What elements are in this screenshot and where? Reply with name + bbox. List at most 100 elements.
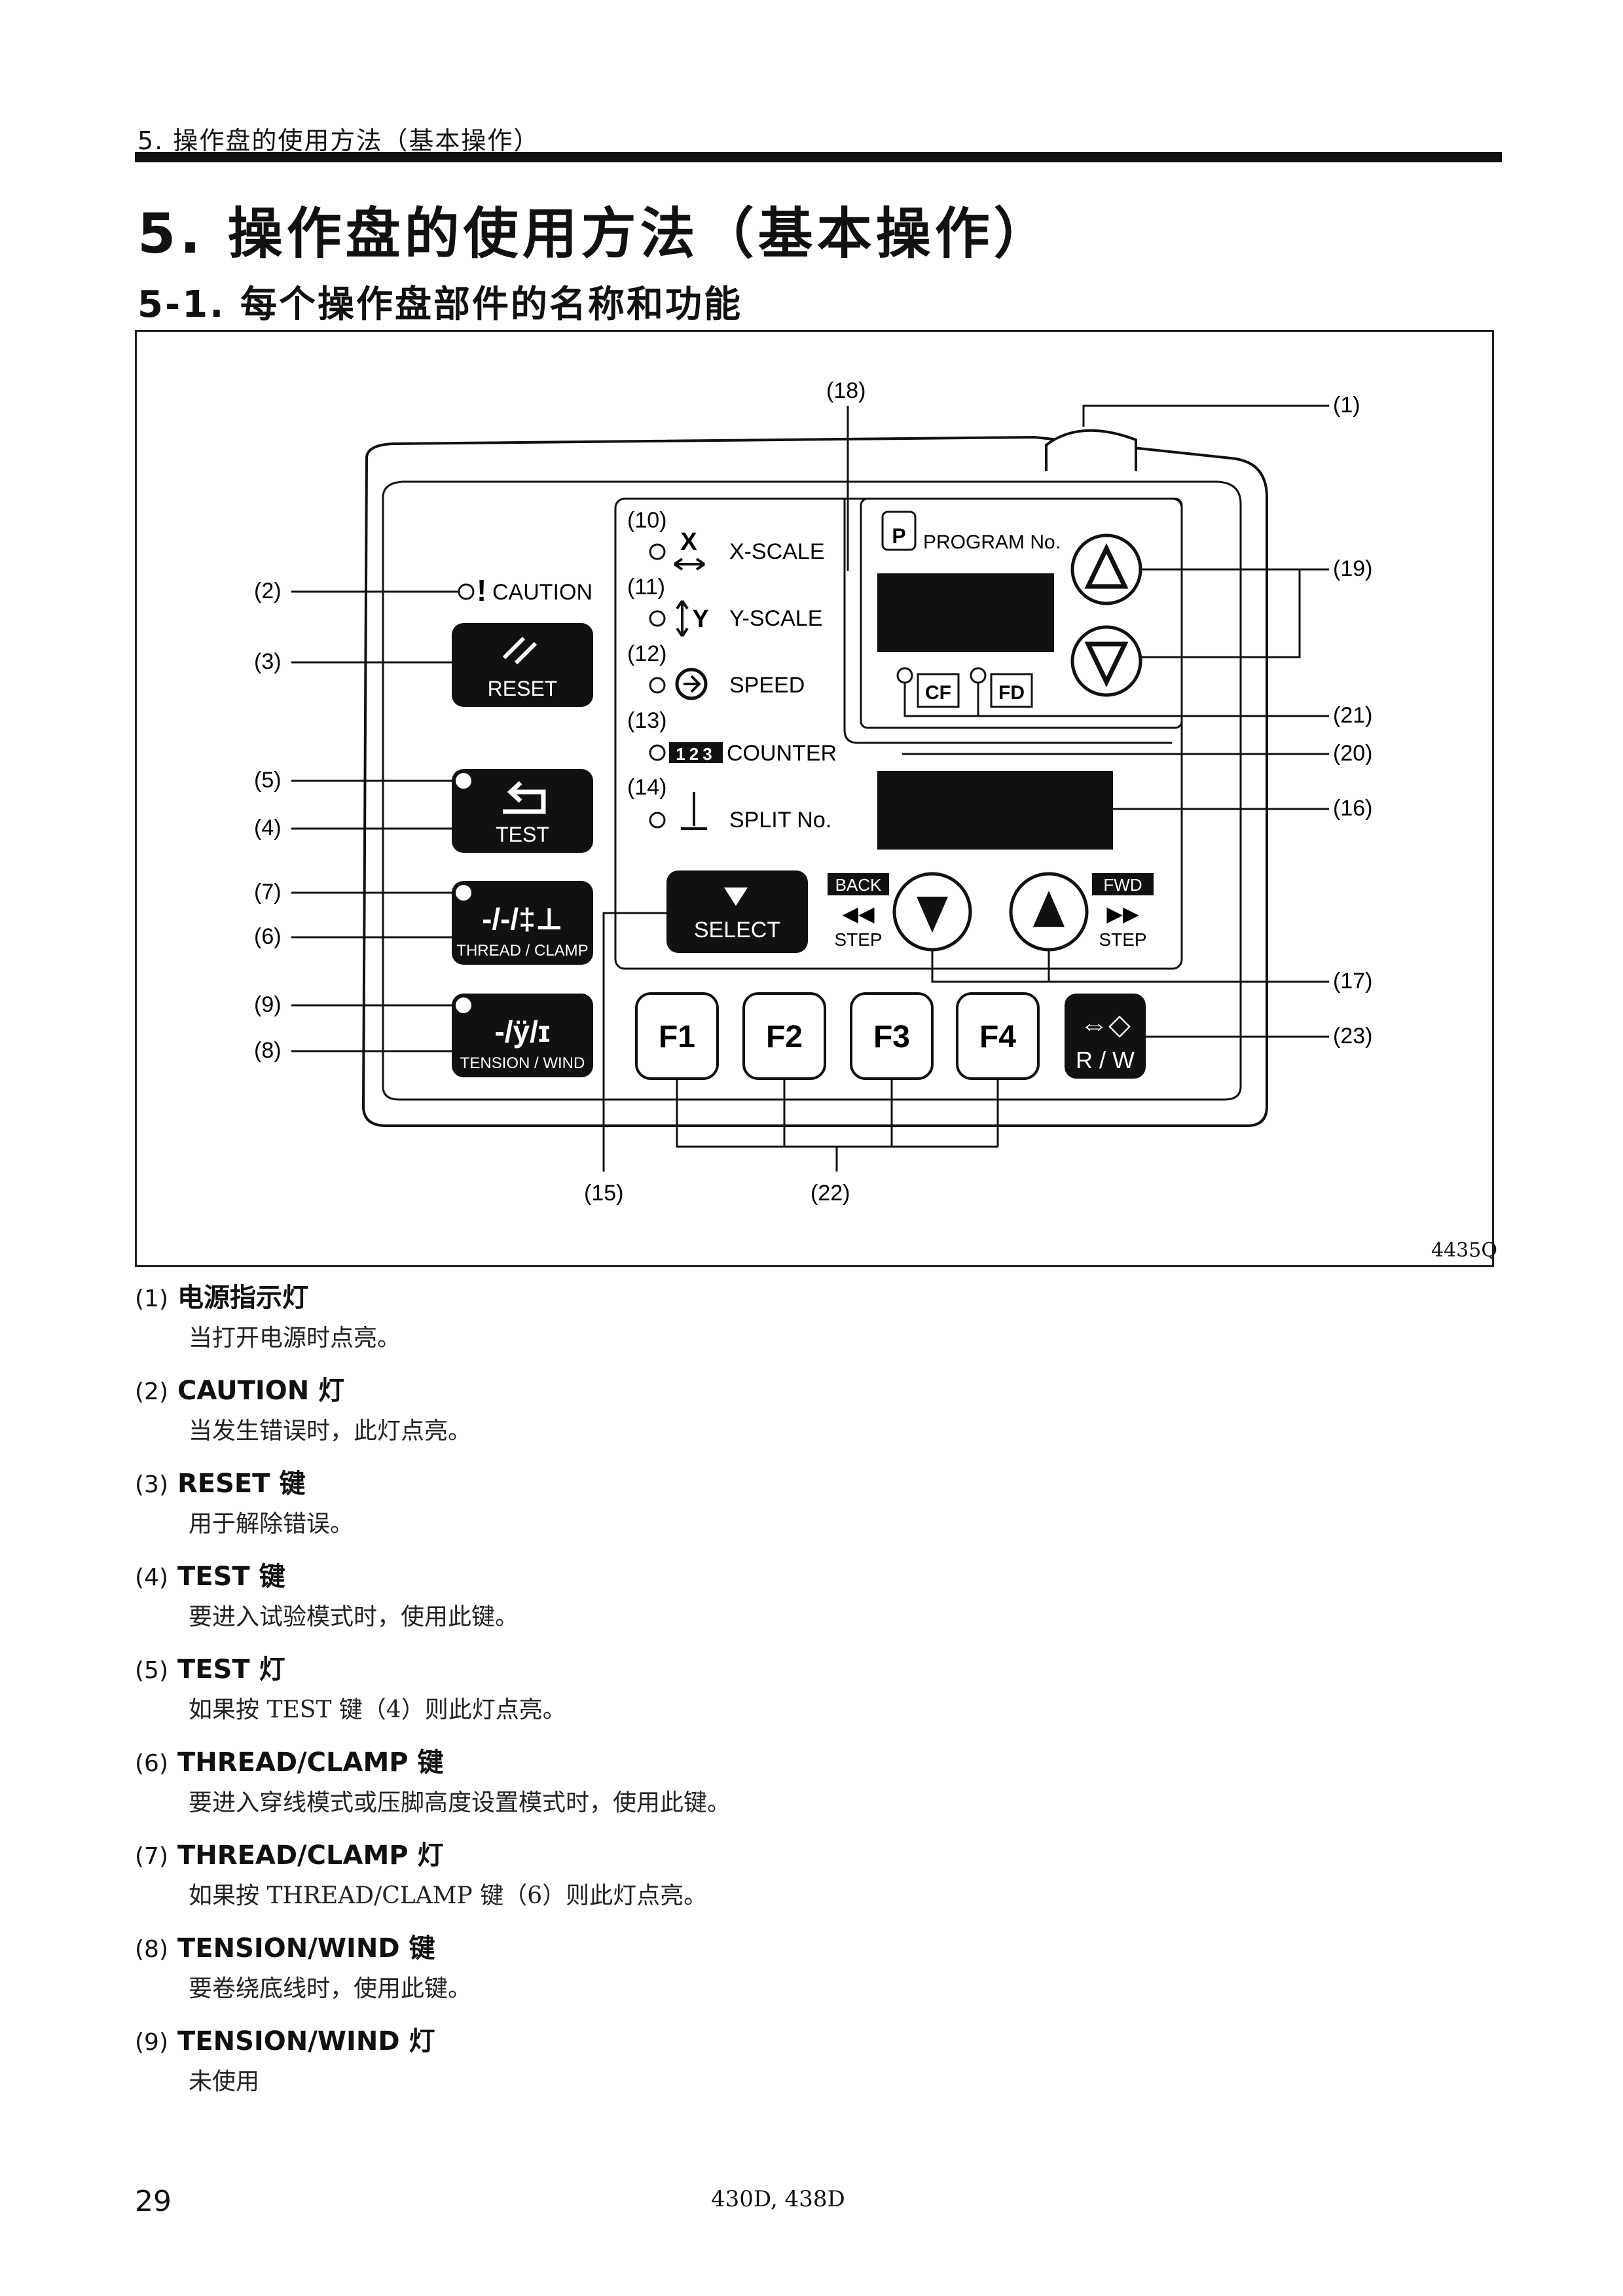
header-rule [135, 152, 1502, 162]
list-item: (7)THREAD/CLAMP 灯 如果按 THREAD/CLAMP 键（6）则… [135, 1835, 1379, 1915]
section-title: 5. 操作盘的使用方法（基本操作） [137, 202, 1053, 266]
callout-17: (17) [1333, 969, 1372, 994]
list-item: (6) THREAD/CLAMP 键 要进入穿线模式或压脚高度设置模式时，使用此键… [135, 1742, 1379, 1822]
item-text: 当打开电源时点亮。 [189, 1325, 401, 1352]
rewind-icon: ◀◀ [842, 902, 875, 925]
tension-wind-key[interactable] [452, 994, 593, 1077]
counter-icon [669, 742, 723, 763]
x-scale-symbol: X [680, 528, 697, 556]
callout-13: (13) [627, 708, 666, 733]
callout-6: (6) [254, 924, 282, 949]
f1-label: F1 [659, 1020, 695, 1054]
item-number: (1) [135, 1285, 168, 1312]
tension-wind-icon: -/ÿ/ɪ [494, 1014, 550, 1049]
tension-wind-lamp [456, 997, 471, 1013]
f2-label: F2 [766, 1020, 803, 1054]
item-title: THREAD/CLAMP 灯 [177, 1840, 444, 1871]
item-number: (5) [135, 1657, 168, 1684]
fwd-step-label: STEP [1099, 929, 1146, 950]
read-write-icon: ⇔◇ [1080, 1009, 1131, 1041]
model-number: 430D, 438D [711, 2186, 845, 2212]
fwd-label: FWD [1103, 875, 1142, 895]
item-title: THREAD/CLAMP 键 [177, 1748, 444, 1778]
item-text: 未使用 [189, 2068, 260, 2095]
x-scale-lamp [649, 543, 666, 560]
fd-lamp [970, 667, 987, 684]
exclamation-icon: ! [477, 573, 486, 607]
callout-19: (19) [1333, 556, 1372, 581]
thread-clamp-icon: -/-/‡⊥ [482, 902, 563, 936]
list-item: (2)CAUTION 灯 当发生错误时，此灯点亮。 [135, 1371, 1379, 1450]
step-down-icon [917, 897, 948, 933]
program-frame [860, 497, 1183, 729]
panel-inner-outline [382, 480, 1242, 1101]
callout-5: (5) [254, 768, 282, 793]
counter-lamp [649, 744, 666, 761]
item-title: TEST 键 [177, 1562, 285, 1592]
item-text: 如果按 TEST 键（4）则此灯点亮。 [189, 1696, 566, 1723]
callout-15: (15) [584, 1181, 623, 1206]
figure-frame [135, 330, 1494, 1267]
down-triangle-icon [1084, 641, 1129, 688]
y-scale-lamp [649, 610, 666, 627]
panel-outline [361, 435, 1268, 1127]
f4-label: F4 [979, 1020, 1016, 1054]
back-badge [828, 873, 889, 895]
select-key[interactable] [666, 870, 808, 953]
caution-label: CAUTION [492, 580, 593, 605]
list-item: (8)TENSION/WIND 键 要卷绕底线时，使用此键。 [135, 1928, 1379, 2008]
item-number: (6) [135, 1750, 168, 1777]
item-number: (9) [135, 2029, 168, 2056]
callout-8: (8) [254, 1038, 282, 1063]
select-label: SELECT [694, 918, 780, 942]
item-number: (2) [135, 1378, 168, 1405]
item-list: (1) 电源指示灯 当打开电源时点亮。 (2)CAUTION 灯 当发生错误时，此… [135, 1278, 1379, 2114]
item-number: (4) [135, 1564, 168, 1591]
reset-icon [502, 636, 538, 665]
split-no-lamp [649, 812, 666, 829]
step-up-icon [1033, 891, 1065, 927]
speed-label: SPEED [729, 673, 805, 698]
callout-2: (2) [254, 579, 282, 603]
thread-clamp-lamp [456, 885, 471, 901]
x-scale-label: X-SCALE [729, 539, 825, 564]
cf-lamp [896, 667, 913, 684]
callout-14: (14) [627, 775, 666, 800]
split-display [877, 771, 1113, 850]
program-icon [881, 511, 917, 551]
cf-icon [917, 673, 960, 708]
fd-icon [990, 673, 1033, 708]
item-text: 如果按 THREAD/CLAMP 键（6）则此灯点亮。 [189, 1882, 708, 1909]
item-title: 电源指示灯 [177, 1283, 308, 1313]
program-icon-letter: P [892, 524, 905, 548]
fast-forward-icon: ▶▶ [1106, 902, 1139, 925]
tension-wind-label: TENSION / WIND [460, 1054, 585, 1072]
rw-key[interactable] [1065, 994, 1146, 1079]
speed-arrow [684, 675, 701, 693]
cf-label: CF [925, 682, 951, 704]
program-no-label: PROGRAM No. [923, 531, 1061, 553]
thread-clamp-key[interactable] [452, 881, 593, 965]
reset-key[interactable] [452, 623, 593, 707]
fwd-badge [1092, 873, 1154, 895]
page-number: 29 [135, 2185, 172, 2218]
counter-label: COUNTER [727, 741, 837, 766]
callout-21: (21) [1333, 703, 1372, 728]
list-item: (5) TEST 灯 如果按 TEST 键（4）则此灯点亮。 [135, 1649, 1379, 1729]
subsection-title: 5-1. 每个操作盘部件的名称和功能 [137, 283, 742, 326]
callout-23: (23) [1333, 1024, 1372, 1049]
back-label: BACK [835, 875, 882, 895]
callout-labels: (1) (2) (3) (4) (5) (6) (7) (8) (9) (10)… [254, 378, 1372, 1206]
item-text: 要卷绕底线时，使用此键。 [189, 1975, 472, 2002]
needle-icon [681, 792, 707, 830]
test-label: TEST [496, 823, 549, 846]
speed-lamp [649, 677, 666, 694]
list-item: (4)TEST 键 要进入试验模式时，使用此键。 [135, 1556, 1379, 1636]
figure-code: 4435Q [1431, 1239, 1497, 1262]
item-text: 要进入穿线模式或压脚高度设置模式时，使用此键。 [189, 1789, 731, 1816]
counter-icon-digits: 123 [676, 744, 716, 764]
test-icon [503, 781, 546, 814]
item-number: (3) [135, 1471, 168, 1498]
item-title: TEST 灯 [177, 1655, 285, 1685]
callout-12: (12) [627, 641, 666, 666]
